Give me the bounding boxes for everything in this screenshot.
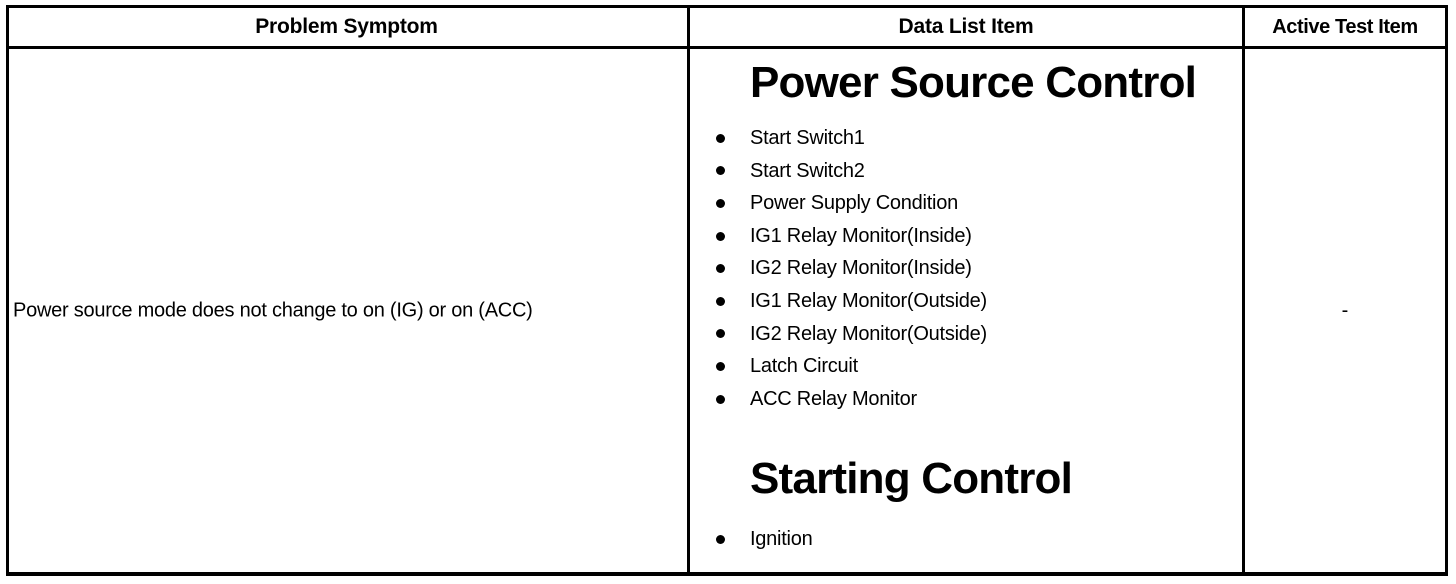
active-test-item-value: - — [1341, 299, 1349, 321]
bullet-icon — [716, 264, 725, 274]
list-item-label: ACC Relay Monitor — [750, 387, 917, 410]
list-item: IG1 Relay Monitor(Outside) — [710, 285, 1242, 318]
section-heading-power-source-control: Power Source Control — [750, 58, 1197, 107]
list-item: Start Switch1 — [710, 122, 1242, 155]
list-item: Power Supply Condition — [710, 187, 1242, 220]
problem-symptom-text: Power source mode does not change to on … — [13, 299, 533, 321]
list-item: Ignition — [710, 523, 1242, 556]
list-item-label: IG2 Relay Monitor(Inside) — [750, 257, 972, 280]
list-item-label: Ignition — [750, 528, 813, 551]
list-item: ACC Relay Monitor — [710, 383, 1242, 416]
bullet-icon — [716, 361, 725, 371]
diagnostic-table: Problem Symptom Data List Item Active Te… — [6, 5, 1448, 576]
bullet-icon — [716, 394, 725, 404]
bullet-icon — [716, 198, 725, 208]
table-row: Power source mode does not change to on … — [9, 49, 1445, 572]
section-heading-starting-control: Starting Control — [750, 454, 1073, 504]
cell-problem-symptom: Power source mode does not change to on … — [9, 49, 684, 572]
table-header-row: Problem Symptom Data List Item Active Te… — [9, 8, 1445, 49]
list-item: IG1 Relay Monitor(Inside) — [710, 220, 1242, 253]
list-item-label: Power Supply Condition — [750, 192, 958, 215]
data-list-power-source-control: Start Switch1 Start Switch2 Power Supply… — [710, 105, 1242, 415]
cell-data-list-item: Power Source Control Start Switch1 Start… — [687, 49, 1242, 572]
list-item: IG2 Relay Monitor(Outside) — [710, 318, 1242, 351]
list-item-label: Start Switch2 — [750, 159, 865, 182]
column-header-problem-symptom: Problem Symptom — [255, 15, 438, 38]
bullet-icon — [716, 133, 725, 143]
list-item-label: IG1 Relay Monitor(Outside) — [750, 289, 987, 312]
data-list-content: Power Source Control Start Switch1 Start… — [690, 49, 1242, 572]
list-item-label: Start Switch1 — [750, 127, 865, 149]
bullet-icon — [716, 329, 725, 339]
bullet-icon — [716, 535, 725, 545]
column-header-data-list-item: Data List Item — [687, 8, 1242, 46]
list-item: IG2 Relay Monitor(Inside) — [710, 252, 1242, 285]
column-header-active-test-item: Active Test Item — [1242, 8, 1445, 46]
data-list-starting-control: Ignition — [710, 501, 1242, 556]
list-item: Latch Circuit — [710, 350, 1242, 383]
bullet-icon — [716, 231, 725, 241]
bullet-icon — [716, 166, 725, 176]
list-item-label: IG1 Relay Monitor(Inside) — [750, 224, 972, 247]
list-item-label: IG2 Relay Monitor(Outside) — [750, 322, 987, 345]
list-item-label: Latch Circuit — [750, 355, 858, 378]
list-item: Start Switch2 — [710, 155, 1242, 188]
cell-active-test-item: - — [1242, 49, 1445, 572]
bullet-icon — [716, 296, 725, 306]
